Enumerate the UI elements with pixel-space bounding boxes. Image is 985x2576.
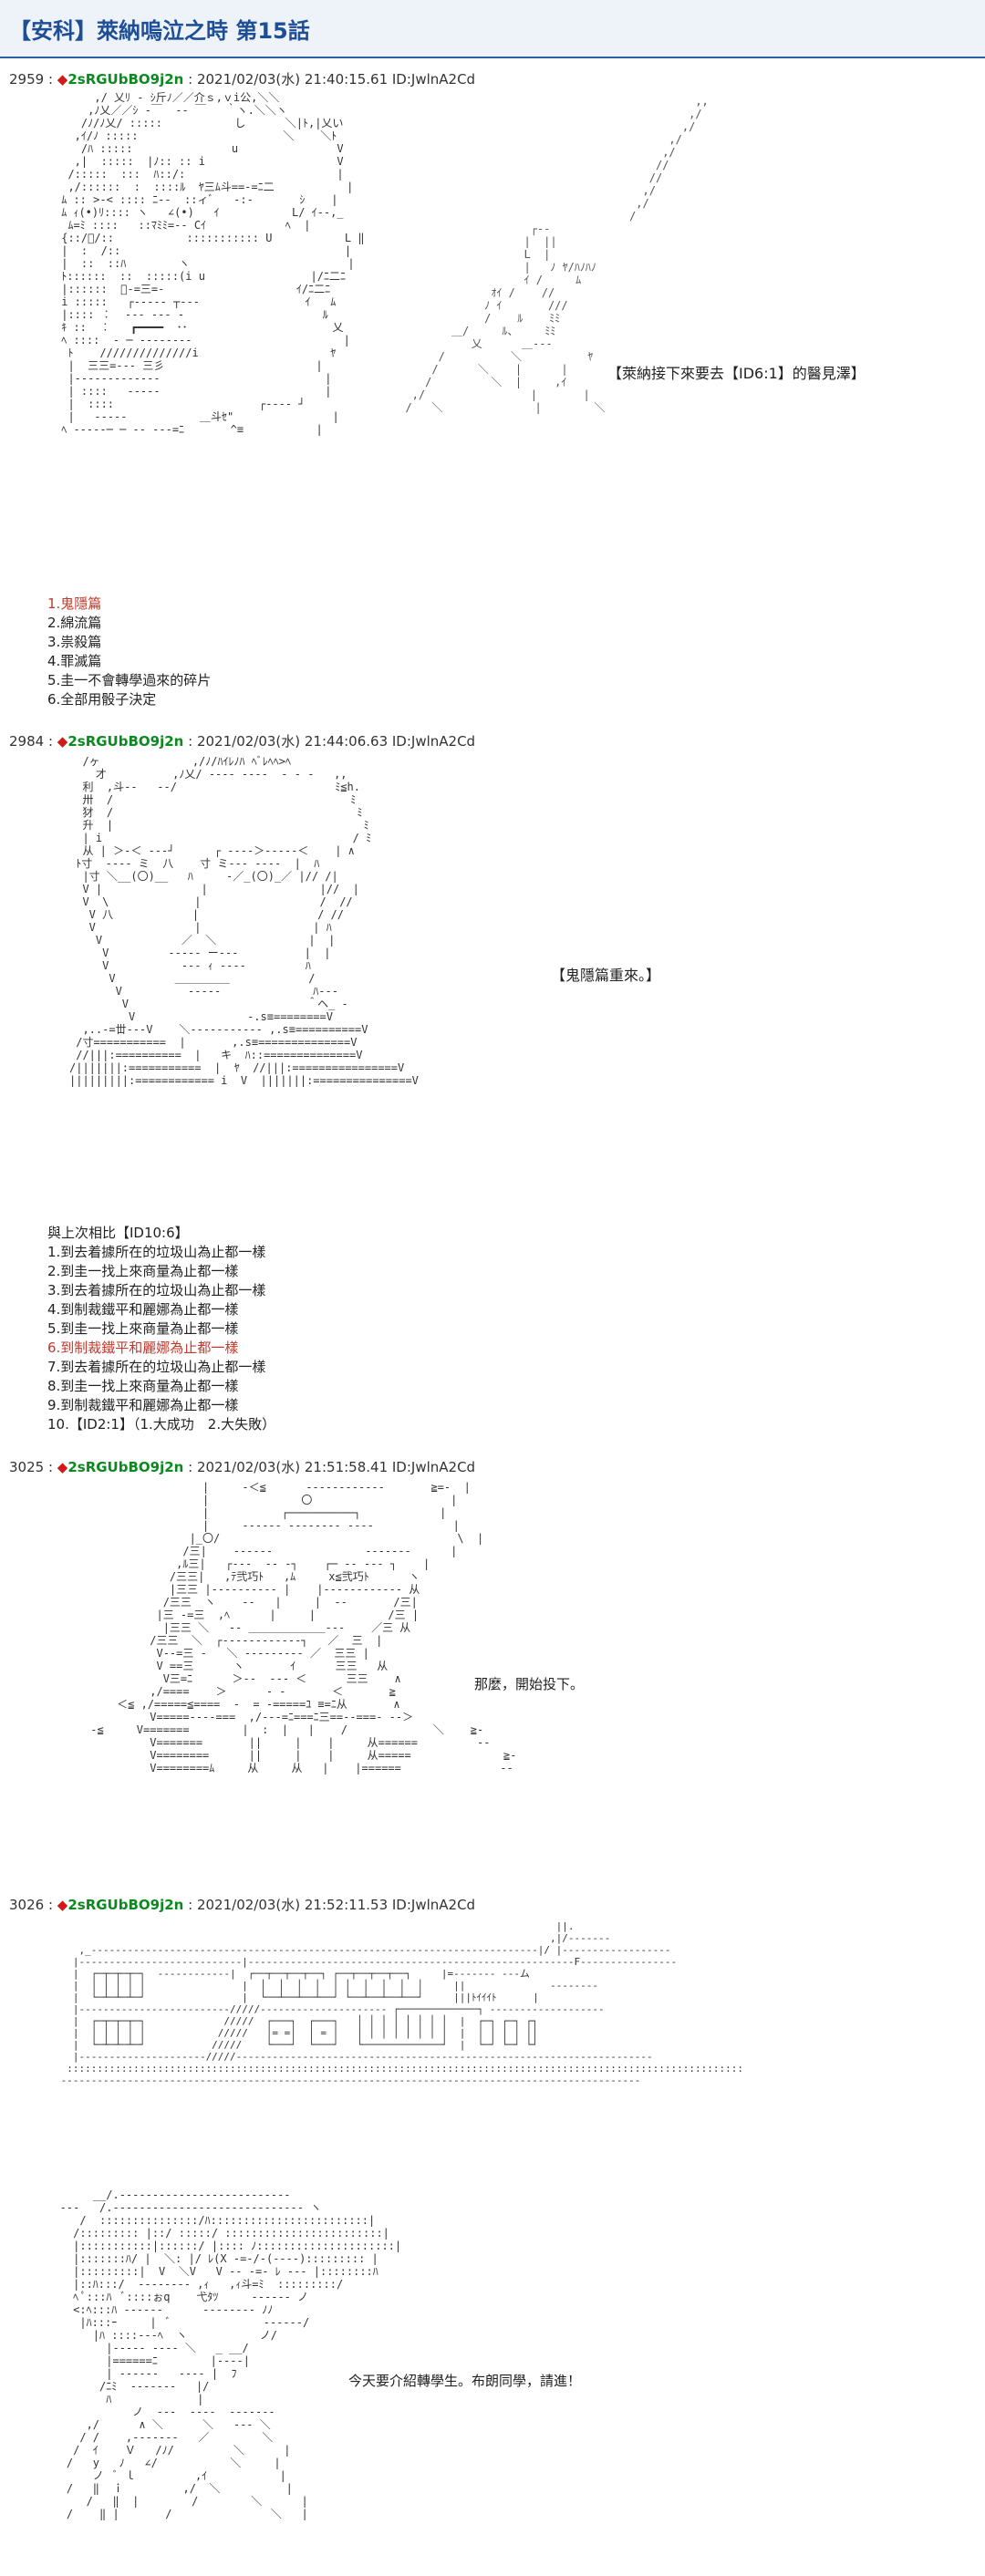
choice-item: 1.鬼隱篇 (47, 595, 102, 612)
post-header: 3026 : ◆2sRGUbBO9j2n : 2021/02/03(水) 21:… (9, 1895, 475, 1914)
choice-item: 8.到圭一找上來商量為止都一樣 (47, 1378, 239, 1394)
post-number[interactable]: 2984 : (9, 733, 53, 750)
diamond-icon: ◆ (57, 1897, 68, 1913)
ascii-art-school-building: ||. ,|/-‐‐‐‐‐‐ ,_‐‐‐‐‐‐‐‐‐‐‐‐‐‐‐‐‐‐‐‐‐‐‐… (60, 1920, 743, 2086)
post-meta: : 2021/02/03(水) 21:52:11.53 ID:JwlnA2Cd (188, 1897, 476, 1913)
post-meta: : 2021/02/03(水) 21:40:15.61 ID:JwlnA2Cd (188, 71, 476, 88)
choice-item: 10.【ID2:1】（1.大成功 2.大失敗） (47, 1416, 276, 1433)
narration-box: 【鬼隱篇重來。】 (551, 967, 661, 984)
thread-title-bar: 【安科】萊納嗚泣之時 第15話 (0, 0, 985, 58)
choice-item: 4.到制裁鐵平和麗娜為止都一樣 (47, 1301, 239, 1318)
choice-item: 4.罪滅篇 (47, 653, 102, 669)
choice-item: 7.到去着據所在的垃圾山為止都一樣 (47, 1359, 266, 1375)
choice-item: 9.到制裁鐵平和麗娜為止都一樣 (47, 1397, 239, 1413)
choice-item: 5.圭一不會轉學過來的碎片 (47, 672, 212, 688)
ascii-art-man-front: /ヶ ,/ﾉ/ﾊｲﾚﾉﾊ ﾍﾞﾚﾍﾍ>ﾍ 才 ,ﾉ乂/ ‐‐‐‐ ‐‐‐‐ ‐ … (69, 755, 419, 1087)
thread-title: 【安科】萊納嗚泣之時 第15話 (9, 18, 310, 44)
ascii-art-masked-man: | ‐＜≦ ‐‐‐‐‐‐‐‐‐‐‐‐ ≧=‐ | | 〇 | | ┌──────… (90, 1481, 517, 1774)
choice-item: 6.全部用骰子決定 (47, 691, 157, 708)
diamond-icon: ◆ (57, 733, 68, 750)
post-meta: : 2021/02/03(水) 21:44:06.63 ID:JwlnA2Cd (188, 733, 476, 750)
post-header: 3025 : ◆2sRGUbBO9j2n : 2021/02/03(水) 21:… (9, 1457, 475, 1476)
post-header: 2984 : ◆2sRGUbBO9j2n : 2021/02/03(水) 21:… (9, 731, 475, 750)
choice-list: 與上次相比【ID10:6】 1.到去着據所在的垃圾山為止都一樣 2.到圭一找上來… (47, 1224, 275, 1434)
poster-trip[interactable]: 2sRGUbBO9j2n (67, 733, 184, 750)
choice-item: 6.到制裁鐵平和麗娜為止都一樣 (47, 1340, 239, 1356)
poster-trip[interactable]: 2sRGUbBO9j2n (67, 1897, 184, 1913)
choice-item: 1.到去着據所在的垃圾山為止都一樣 (47, 1244, 266, 1260)
post-header: 2959 : ◆2sRGUbBO9j2n : 2021/02/03(水) 21:… (9, 69, 475, 88)
choice-list: 1.鬼隱篇 2.綿流篇 3.祟殺篇 4.罪滅篇 5.圭一不會轉學過來的碎片 6.… (47, 595, 211, 709)
ascii-art-hand: ,, ,/ ,/ ,/ ,/ (405, 95, 709, 414)
ascii-art-student: __/.‐‐‐‐‐‐‐‐‐‐‐‐‐‐‐‐‐‐‐‐‐‐‐‐‐‐ ‐‐‐ /.‐‐‐… (59, 2188, 402, 2520)
choice-item: 2.綿流篇 (47, 615, 102, 631)
dialog-line: 那麼，開始投下。 (474, 1676, 585, 1692)
choice-item: 3.到去着據所在的垃圾山為止都一樣 (47, 1282, 266, 1298)
post-meta: : 2021/02/03(水) 21:51:58.41 ID:JwlnA2Cd (188, 1459, 476, 1475)
poster-trip[interactable]: 2sRGUbBO9j2n (67, 71, 184, 88)
post-number[interactable]: 3025 : (9, 1459, 53, 1475)
roll-lead: 與上次相比【ID10:6】 (47, 1225, 189, 1241)
poster-trip[interactable]: 2sRGUbBO9j2n (67, 1459, 184, 1475)
diamond-icon: ◆ (57, 1459, 68, 1475)
ascii-art-man-face: ,/ 乂ﾘ ‐ ｼ斤ﾉ／／介ｓ,ｖi公,＼＼ ,ﾉ乂／／ｼ ‐￣ ‐‐ ￣ ｀ヽ… (61, 91, 365, 436)
dialog-line: 今天要介紹轉學生。布朗同學，請進！ (348, 2373, 582, 2389)
choice-item: 3.祟殺篇 (47, 634, 102, 650)
post-number[interactable]: 2959 : (9, 71, 53, 88)
post-number[interactable]: 3026 : (9, 1897, 53, 1913)
choice-item: 2.到圭一找上來商量為止都一樣 (47, 1263, 239, 1279)
narration-box: 【萊納接下來要去【ID6:1】的醫見澤】 (607, 365, 866, 382)
diamond-icon: ◆ (57, 71, 68, 88)
choice-item: 5.到圭一找上來商量為止都一樣 (47, 1320, 239, 1337)
